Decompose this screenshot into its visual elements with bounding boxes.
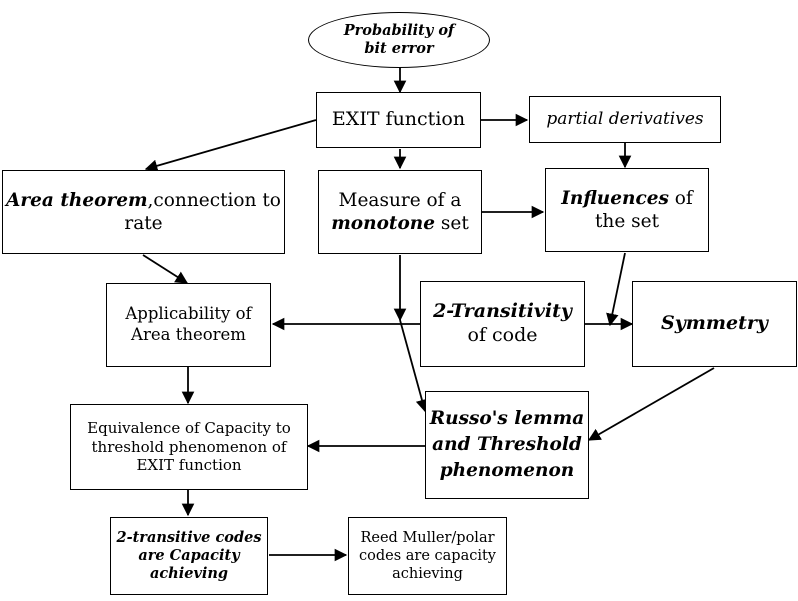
equivalence-node: Equivalence of Capacity to threshold phe… <box>70 404 308 490</box>
equiv-line3: EXIT function <box>136 456 242 475</box>
area-line2: rate <box>124 213 163 234</box>
partial-text: partial derivatives <box>546 108 704 129</box>
partial-derivatives-node: partial derivatives <box>529 96 721 143</box>
equiv-line1: Equivalence of Capacity to <box>87 418 291 437</box>
reed-line3: achieving <box>392 566 463 583</box>
measure-rest: set <box>435 213 469 234</box>
influences-rest: of <box>668 187 693 209</box>
influences-bold: Influences <box>561 187 669 209</box>
cap-line3: achieving <box>149 565 229 583</box>
cap-line2: are Capacity <box>138 546 240 564</box>
applic-line2: Area theorem <box>131 325 246 344</box>
measure-line1: Measure of a <box>338 189 462 211</box>
influences-node: Influences of the set <box>545 168 709 252</box>
probability-of-bit-error-node: Probability of bit error <box>308 12 490 68</box>
exit-function-node: EXIT function <box>316 92 481 148</box>
symmetry-node: Symmetry <box>632 281 797 367</box>
measure-bold: monotone <box>331 213 436 234</box>
prob-line1: Probability of <box>343 21 455 39</box>
arrow-measure-to-russo <box>399 319 429 413</box>
applicability-node: Applicability of Area theorem <box>106 283 271 367</box>
measure-monotone-set-node: Measure of a monotone set <box>318 170 482 254</box>
applic-line1: Applicability of <box>125 304 252 324</box>
influences-line2: the set <box>594 211 660 232</box>
area-theorem-node: Area theorem,connection to rate <box>2 170 285 254</box>
russo-line2: and Threshold <box>432 434 582 456</box>
exit-text: EXIT function <box>331 108 466 131</box>
capacity-achieving-node: 2-transitive codes are Capacity achievin… <box>110 517 268 595</box>
equiv-line2: threshold phenomenon of <box>91 437 287 456</box>
arrow-influences-to-symmetry <box>606 252 626 327</box>
trans-line2: of code <box>467 324 538 346</box>
russo-line3: phenomenon <box>439 459 575 481</box>
russo-lemma-node: Russo's lemma and Threshold phenomenon <box>425 391 589 499</box>
area-bold: Area theorem <box>6 189 148 211</box>
reed-line1: Reed Muller/polar <box>360 529 495 546</box>
trans-bold: 2-Transitivity <box>433 300 572 323</box>
transitivity-node: 2-Transitivity of code <box>420 281 585 367</box>
arrow-area-to-applic <box>142 254 189 284</box>
area-rest: ,connection to <box>147 189 281 211</box>
prob-line2: bit error <box>364 40 434 57</box>
cap-line1: 2-transitive codes <box>116 528 262 546</box>
arrow-exit-to-area <box>144 119 317 172</box>
reed-muller-node: Reed Muller/polar codes are capacity ach… <box>348 517 507 595</box>
reed-line2: codes are capacity <box>359 547 496 564</box>
arrow-symmetry-to-russo <box>587 367 715 441</box>
symmetry-text: Symmetry <box>661 312 768 335</box>
russo-line1: Russo's lemma <box>429 408 585 430</box>
